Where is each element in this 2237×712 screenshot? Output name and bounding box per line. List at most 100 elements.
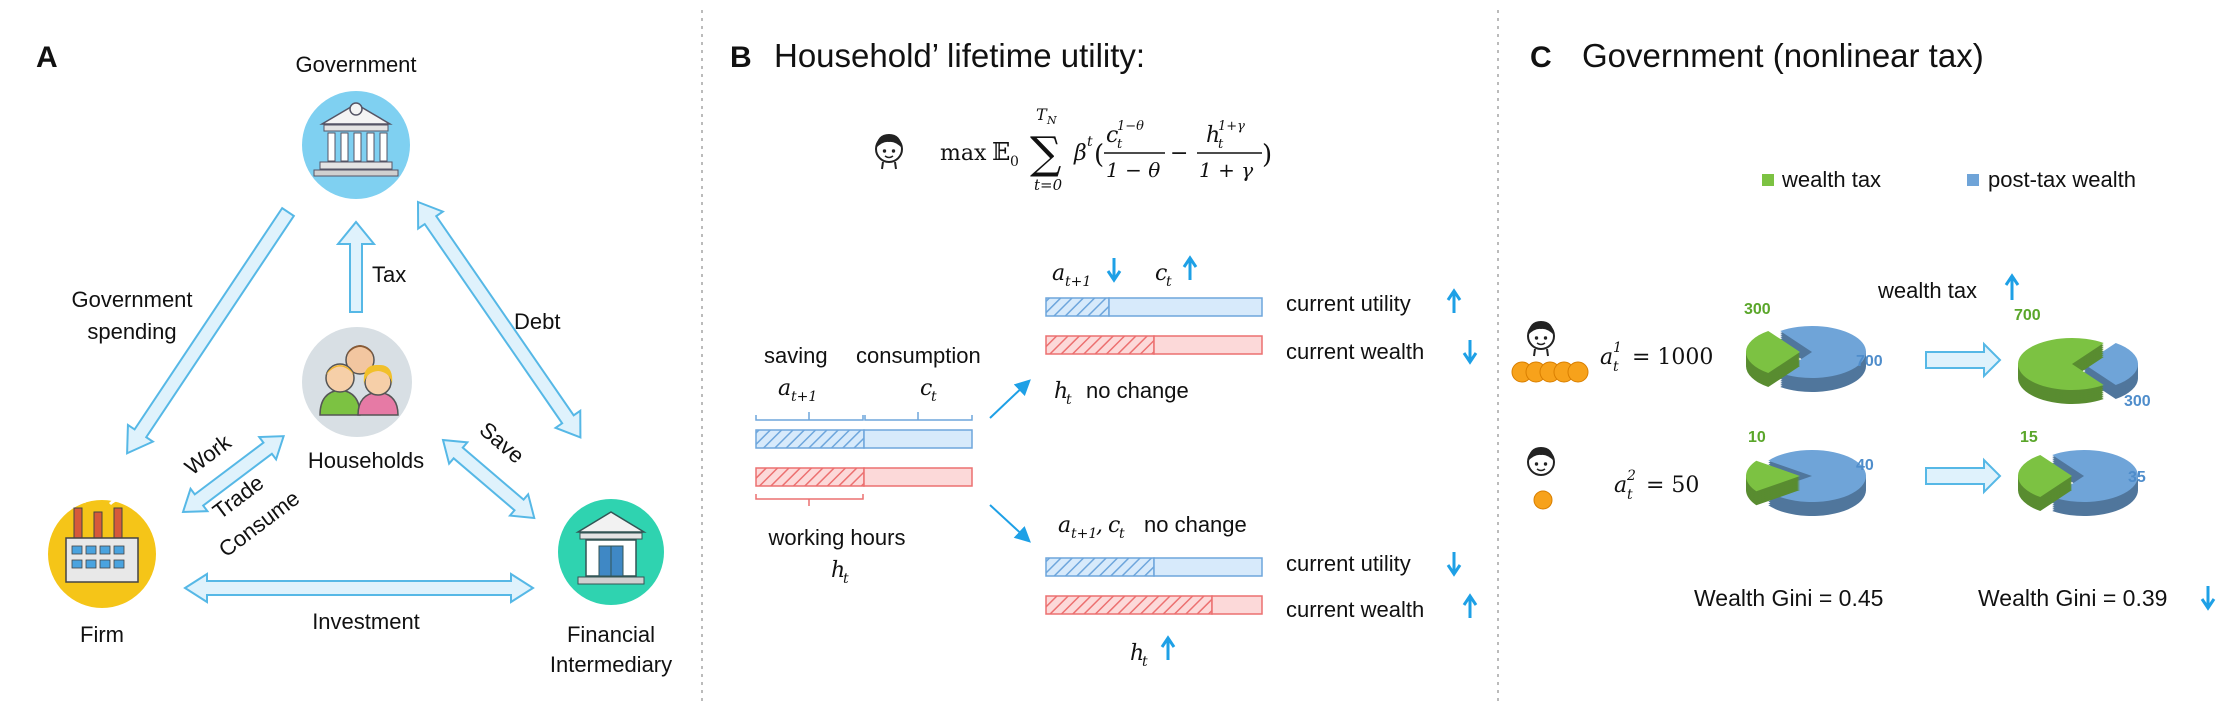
pie-post-tax-label: 300 (2124, 393, 2151, 410)
pie-post-tax-label: 40 (1856, 457, 1874, 474)
top-c-label: c (1155, 261, 1167, 286)
branch-down-arrow (989, 504, 1031, 543)
utility-formula: max 𝔼 0 T N ∑ t=0 β t ( c t 1−θ 1 − θ − … (940, 105, 1272, 194)
agent-face-icon (875, 134, 903, 170)
leisure-bar (863, 467, 973, 487)
investment-arrow (183, 572, 535, 604)
pie-tax-label: 15 (2020, 429, 2038, 446)
top-a-down-arrow (1106, 258, 1122, 283)
save-label: Save (475, 417, 529, 469)
pie-tax-group (2017, 454, 2072, 512)
formula-paren-left: ( (1094, 140, 1104, 170)
top-wealth-down-arrow (1462, 340, 1478, 365)
legend-post-tax: post-tax wealth (1988, 167, 2136, 192)
agent1-sup: 1 (1613, 340, 1622, 356)
bottom-saving-bar (1045, 557, 1155, 577)
pie-tax-label: 700 (2014, 307, 2041, 324)
bottom-comma: , (1096, 513, 1103, 538)
panel-b-letter: B (730, 41, 752, 74)
panel-a-letter: A (36, 41, 58, 74)
panel-b-title: Household’ lifetime utility: (774, 37, 1145, 74)
firm-icon (48, 497, 156, 608)
gov-spending-arrow (126, 206, 296, 455)
save-arrow (441, 438, 536, 520)
formula-sum-bottom: t=0 (1034, 176, 1063, 194)
top-a-sub: t+1 (1065, 274, 1091, 290)
bottom-h-label: h (1130, 641, 1144, 666)
formula-E: 𝔼 (992, 138, 1010, 166)
formula-sum-top: T (1036, 105, 1048, 124)
consumption-bar (863, 429, 973, 449)
bottom-a-label: a (1058, 513, 1071, 538)
agent2-sub: t (1627, 487, 1633, 503)
firm-label: Firm (80, 622, 124, 647)
transition-arrow-2 (1925, 457, 2002, 495)
top-working-bar (1045, 335, 1155, 355)
rich-agent-icon (1527, 321, 1555, 357)
top-leisure-bar (1153, 335, 1263, 355)
wealth-tax-up-arrow (2004, 273, 2020, 300)
transition-arrow-1 (1925, 341, 2002, 379)
panel-a: A (36, 41, 672, 677)
formula-sigma: ∑ (1030, 128, 1061, 179)
formula-frac2-den: 1 + γ (1199, 158, 1253, 182)
top-saving-bar (1045, 297, 1110, 317)
tax-label: Tax (372, 262, 406, 287)
formula-sum-top-sub: N (1046, 114, 1057, 127)
formula-c: c (1106, 123, 1118, 148)
bottom-current-wealth: current wealth (1286, 597, 1424, 622)
formula-minus: − (1170, 141, 1188, 166)
government-icon (302, 91, 410, 199)
saving-label: saving (764, 343, 828, 368)
a-label-sub: t+1 (791, 389, 817, 405)
panel-b: B Household’ lifetime utility: max 𝔼 0 T… (730, 37, 1478, 670)
single-coin-icon (1533, 490, 1553, 510)
wealth-tax-up-label: wealth tax (1877, 278, 1977, 303)
pie-post-tax-slice (2084, 342, 2138, 386)
formula-h: h (1206, 123, 1220, 148)
pie-1: 300 700 (1744, 301, 1883, 392)
top-current-wealth: current wealth (1286, 339, 1424, 364)
top-consumption-bar (1108, 297, 1263, 317)
formula-beta-sup: t (1087, 134, 1093, 150)
pie-tax-label: 300 (1744, 301, 1771, 318)
formula-paren-right: ) (1262, 140, 1272, 170)
panel-c: C Government (nonlinear tax) wealth tax … (1511, 37, 2216, 611)
agent1-sub: t (1613, 359, 1619, 375)
panel-c-title: Government (nonlinear tax) (1582, 37, 1984, 74)
pie-tax-slice (1746, 460, 1800, 492)
tax-arrow (335, 220, 377, 313)
formula-beta: β (1073, 141, 1087, 166)
legend-wealth-tax-swatch (1762, 174, 1774, 186)
legend-post-tax-swatch (1967, 174, 1979, 186)
debt-label: Debt (514, 309, 560, 334)
bottom-leisure-bar (1211, 595, 1263, 615)
c-label-sub: t (931, 389, 937, 405)
poor-agent-icon (1527, 447, 1555, 476)
bottom-h-up-arrow (1160, 635, 1176, 660)
top-utility-up-arrow (1446, 288, 1462, 313)
bottom-c-label: c (1108, 513, 1120, 538)
pie-post-tax-slice (1780, 326, 1866, 378)
bottom-h-sub: t (1142, 654, 1148, 670)
pie-tax-group (2018, 338, 2104, 404)
gov-spending-label-1: Government (71, 287, 192, 312)
bottom-working-bar (1045, 595, 1213, 615)
coin-stack-icon (1511, 361, 1589, 383)
top-a-label: a (1052, 261, 1065, 286)
bottom-wealth-up-arrow (1462, 593, 1478, 618)
bottom-c-sub: t (1119, 526, 1125, 542)
pie-post-tax-slice (2052, 450, 2138, 503)
pie-post-tax-label: 700 (1856, 353, 1883, 370)
top-h-no-change: no change (1086, 378, 1189, 403)
debt-arrow (416, 200, 582, 439)
bottom-utility-down-arrow (1446, 552, 1462, 577)
investment-label: Investment (312, 609, 420, 634)
formula-frac1-den: 1 − θ (1106, 158, 1160, 182)
working-hours-label: working hours (768, 525, 906, 550)
gini-after: Wealth Gini = 0.39 (1978, 585, 2167, 611)
gini-down-arrow (2200, 586, 2216, 611)
legend-wealth-tax: wealth tax (1781, 167, 1881, 192)
